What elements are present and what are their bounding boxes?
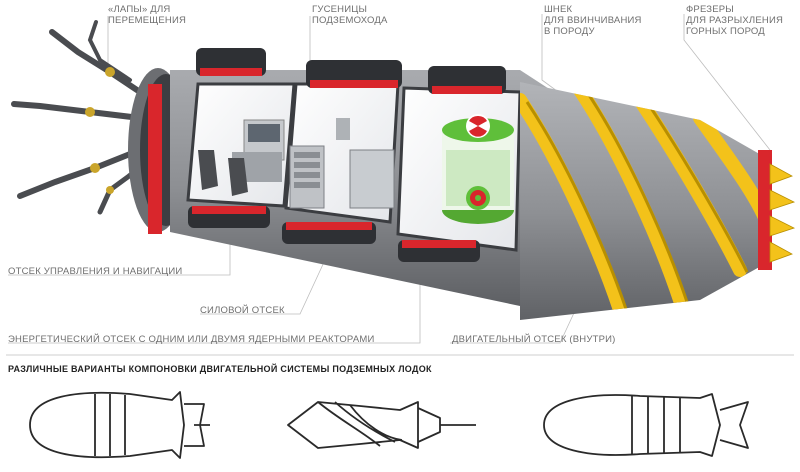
label-tracks-line-1: ГУСЕНИЦЫ [312, 4, 368, 15]
layout-variant-1 [29, 391, 210, 459]
label-legs-line-2: ПЕРЕМЕЩЕНИЯ [108, 15, 187, 26]
label-auger-line-3: В ПОРОДУ [544, 26, 595, 37]
label-legs-line-1: «ЛАПЫ» ДЛЯ [108, 4, 171, 15]
label-tracks: ГУСЕНИЦЫ ПОДЗЕМОХОДА [312, 4, 388, 26]
control-room-interior [198, 119, 285, 196]
label-cutters-line-3: ГОРНЫХ ПОРОД [686, 26, 765, 37]
label-engine-compartment: ДВИГАТЕЛЬНЫЙ ОТСЕК (ВНУТРИ) [452, 334, 616, 345]
label-control-compartment: ОТСЕК УПРАВЛЕНИЯ И НАВИГАЦИИ [8, 266, 183, 277]
power-room-interior [289, 118, 395, 209]
tracks [188, 48, 506, 262]
label-energy-compartment: ЭНЕРГЕТИЧЕСКИЙ ОТСЕК С ОДНИМ ИЛИ ДВУМЯ Я… [8, 334, 375, 345]
label-legs: «ЛАПЫ» ДЛЯ ПЕРЕМЕЩЕНИЯ [108, 4, 186, 26]
label-cutters-line-2: ДЛЯ РАЗРЫХЛЕНИЯ [686, 15, 784, 26]
section-title: РАЗЛИЧНЫЕ ВАРИАНТЫ КОМПОНОВКИ ДВИГАТЕЛЬН… [8, 364, 432, 374]
label-cutters: ФРЕЗЕРЫ ДЛЯ РАЗРЫХЛЕНИЯ ГОРНЫХ ПОРОД [686, 4, 783, 37]
reactor-vessel [442, 114, 514, 224]
layout-variant-2 [287, 401, 476, 449]
label-tracks-line-2: ПОДЗЕМОХОДА [312, 15, 388, 26]
label-power-compartment: СИЛОВОЙ ОТСЕК [200, 305, 285, 316]
label-auger: ШНЕК ДЛЯ ВВИНЧИВАНИЯ В ПОРОДУ [544, 4, 642, 37]
label-auger-line-2: ДЛЯ ВВИНЧИВАНИЯ [544, 15, 642, 26]
walking-legs [11, 20, 143, 215]
label-auger-line-1: ШНЕК [544, 4, 573, 15]
label-cutters-line-1: ФРЕЗЕРЫ [686, 4, 734, 15]
layout-variant-3 [543, 393, 749, 457]
auger-drill [520, 82, 796, 320]
